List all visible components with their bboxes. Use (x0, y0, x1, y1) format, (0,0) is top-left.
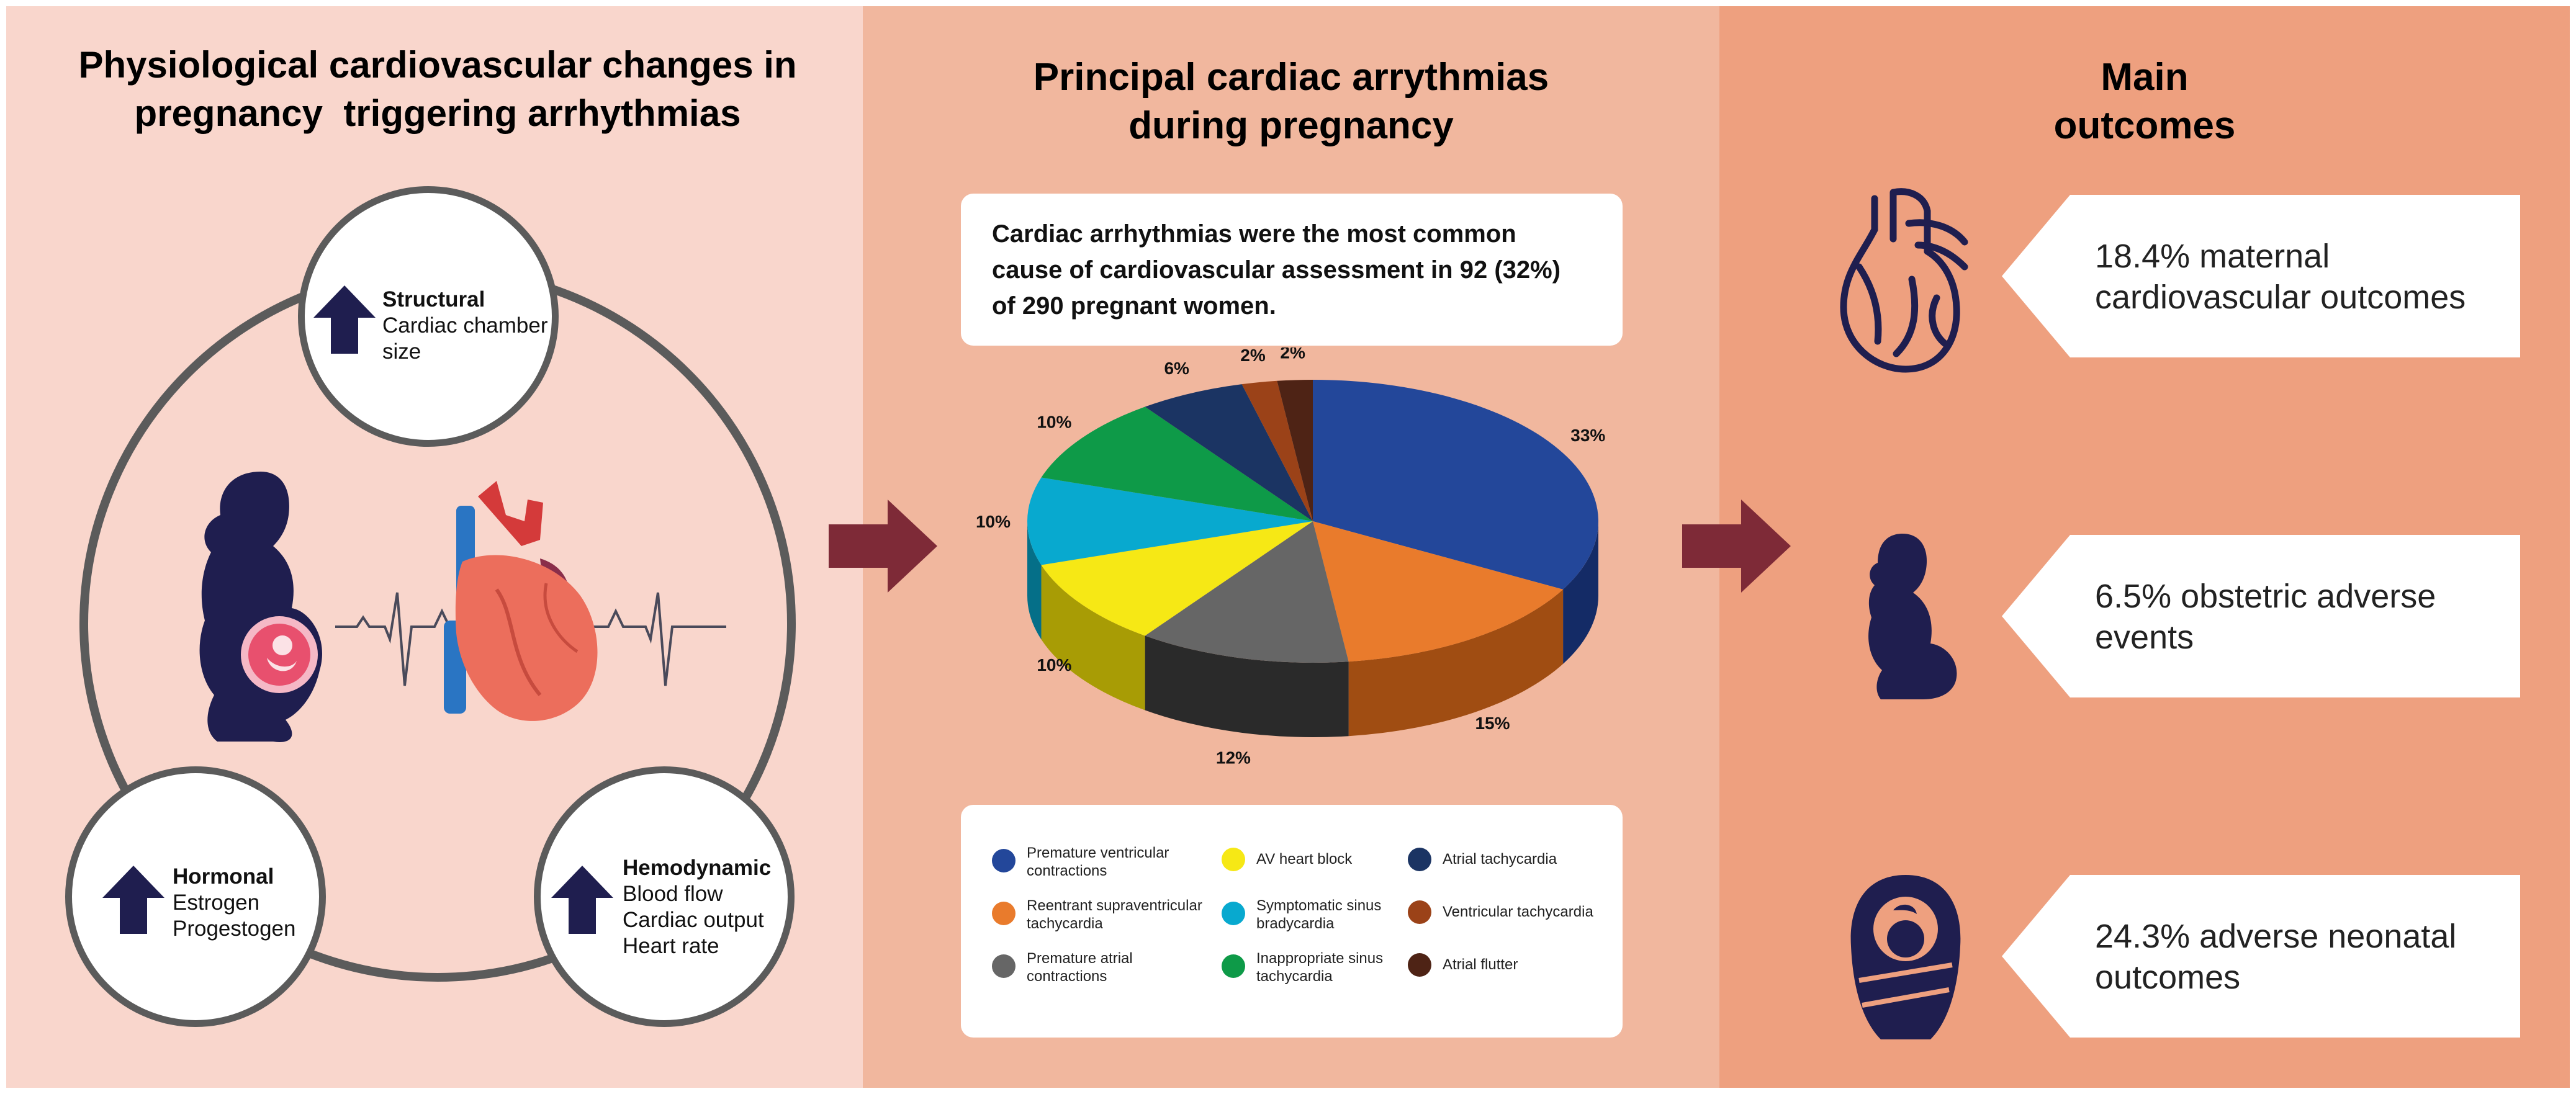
structural-heading: Structural (382, 287, 485, 312)
pie-percent-label-6: 10% (1037, 413, 1071, 432)
callout-shape (2002, 195, 2520, 357)
hormonal-label: Hormonal Estrogen Progestogen (173, 864, 295, 942)
flow-arrow-icon (1682, 500, 1791, 593)
flow-arrow-icon (829, 500, 937, 593)
neonatal-outcome-text: 24.3% adverse neonatal outcomes (2095, 916, 2456, 998)
legend-swatch (1408, 848, 1431, 871)
arrhythmias-title: Principal cardiac arrythmias during preg… (863, 53, 1719, 150)
pie-slice-7 (1145, 384, 1313, 521)
hemodynamic-label: Hemodynamic Blood flow Cardiac output He… (623, 855, 771, 959)
prevalence-line-2: cause of cardiovascular assessment in 92… (992, 256, 1561, 284)
legend-label: Ventricular tachycardia (1443, 903, 1593, 920)
pie-percent-label-5: 10% (976, 512, 1011, 531)
legend-label: Atrial flutter (1443, 956, 1518, 973)
structural-line-1: Cardiac chamber (382, 313, 548, 338)
pie-slice-2 (1313, 521, 1564, 662)
legend-label: Atrial tachycardia (1443, 851, 1557, 868)
swaddled-baby-icon (1850, 875, 1961, 1039)
maternal-outcome-line-1: 18.4% maternal (2095, 238, 2330, 275)
legend-swatch (1222, 902, 1245, 925)
legend-swatch (1222, 848, 1245, 871)
pie-slice-1 (1313, 380, 1598, 590)
neonatal-outcome-line-2: outcomes (2095, 959, 2241, 996)
legend-box (961, 805, 1623, 1038)
pie-slice-side-1 (1563, 521, 1598, 664)
hemodynamic-line-1: Blood flow (623, 882, 723, 906)
increase-arrow-icon (102, 866, 164, 934)
pie-slice-side-4 (1041, 565, 1145, 711)
structural-circle (298, 186, 559, 447)
outcome-card-maternal: 18.4% maternal cardiovascular outcomes (2002, 195, 2520, 357)
obstetric-outcome-line-2: events (2095, 619, 2194, 656)
prevalence-line-3: of 290 pregnant women. (992, 292, 1276, 320)
outcome-card-neonatal: 24.3% adverse neonatal outcomes (2002, 875, 2520, 1038)
pie-slice-3 (1145, 521, 1349, 663)
pie-slice-6 (1041, 406, 1313, 521)
arrhythmias-title-line-1: Principal cardiac arrythmias (1033, 56, 1549, 99)
callout-shape (2002, 875, 2520, 1038)
pie-slice-side-3 (1145, 635, 1349, 737)
heart-icon (1840, 188, 1968, 373)
pie-percent-label-1: 33% (1570, 426, 1605, 445)
pie-percent-label-4: 10% (1037, 655, 1071, 675)
outcome-card-obstetric: 6.5% obstetric adverse events (2002, 535, 2520, 697)
pie-slice-8 (1241, 380, 1313, 521)
neonatal-outcome-line-1: 24.3% adverse neonatal (2095, 918, 2457, 955)
hemodynamic-line-3: Heart rate (623, 934, 719, 958)
obstetric-outcome-text: 6.5% obstetric adverse events (2095, 576, 2436, 658)
maternal-outcome-text: 18.4% maternal cardiovascular outcomes (2095, 236, 2466, 318)
physiology-title-line-2: pregnancy triggering arrhythmias (134, 92, 741, 134)
obstetric-outcome-line-1: 6.5% obstetric adverse (2095, 578, 2436, 615)
legend-swatch (992, 954, 1016, 978)
physiology-title: Physiological cardiovascular changes in … (25, 41, 850, 138)
outcomes-title: Main outcomes (1719, 53, 2570, 150)
prevalence-box (961, 194, 1623, 346)
pie-slice-side-5 (1027, 521, 1042, 640)
pregnant-woman-fetus-icon (199, 472, 322, 742)
legend-swatch (992, 902, 1016, 925)
pie-percent-label-8: 2% (1240, 347, 1266, 365)
physiology-title-line-1: Physiological cardiovascular changes in (78, 44, 797, 86)
callout-shape (2002, 535, 2520, 697)
legend-label: AV heart block (1256, 851, 1353, 868)
legend-swatch (1222, 954, 1245, 978)
pie-slice-5 (1027, 477, 1313, 565)
pie-percent-label-9: 2% (1280, 347, 1305, 362)
pie-percent-label-3: 12% (1216, 748, 1251, 768)
pie-percent-label-2: 15% (1475, 714, 1510, 733)
structural-line-2: size (382, 339, 421, 364)
outcomes-title-line-1: Main (2101, 56, 2189, 99)
arrhythmia-pie-chart: 33% 15% 12% 10% 10% 10% 6% 2% 2% (976, 347, 1605, 768)
hormonal-heading: Hormonal (173, 864, 274, 889)
outcomes-title-line-2: outcomes (2053, 104, 2236, 147)
arrhythmias-title-line-2: during pregnancy (1128, 104, 1454, 147)
hemodynamic-heading: Hemodynamic (623, 856, 772, 880)
pie-slice-9 (1277, 380, 1313, 521)
legend-swatch (1408, 953, 1431, 977)
structural-label: Structural Cardiac chamber size (382, 287, 548, 365)
pie-slice-4 (1041, 521, 1313, 636)
maternal-outcome-line-2: cardiovascular outcomes (2095, 279, 2466, 316)
hemodynamic-line-2: Cardiac output (623, 908, 764, 932)
anatomical-heart-icon (444, 481, 598, 721)
pie-percent-label-7: 6% (1164, 359, 1189, 378)
increase-arrow-icon (551, 866, 613, 934)
hormonal-circle (65, 766, 326, 1027)
hormonal-line-1: Estrogen (173, 890, 260, 915)
pie-slice-side-2 (1348, 589, 1564, 737)
legend-swatch (1408, 900, 1431, 924)
pregnant-woman-icon (1868, 534, 1957, 699)
physiology-diagram (79, 266, 796, 982)
legend-swatch (992, 849, 1016, 872)
increase-arrow-icon (313, 285, 376, 354)
hormonal-line-2: Progestogen (173, 917, 296, 941)
prevalence-line-1: Cardiac arrhythmias were the most common (992, 220, 1516, 248)
prevalence-text: Cardiac arrhythmias were the most common… (992, 216, 1560, 324)
